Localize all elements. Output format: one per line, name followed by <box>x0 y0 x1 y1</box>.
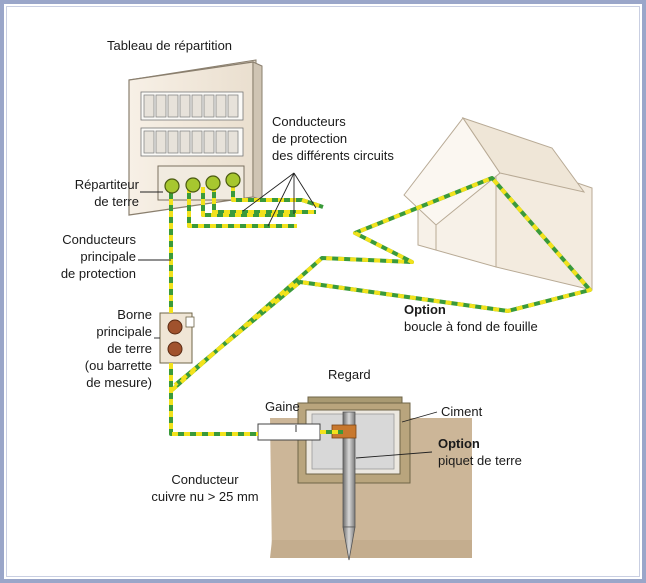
distribution-board <box>128 59 263 216</box>
label-option-piquet-title: Option <box>438 436 480 451</box>
label-gaine: Gaine <box>265 399 300 414</box>
label-borne-2: principale <box>96 324 152 339</box>
label-cond-principale-1: Conducteurs <box>62 232 136 247</box>
label-borne-3: de terre <box>107 341 152 356</box>
diagram-inner-border <box>6 6 640 577</box>
label-regard: Regard <box>328 367 371 382</box>
label-borne-4: (ou barrette <box>84 358 152 373</box>
gaine-sleeve <box>257 423 321 441</box>
label-repartiteur-2: de terre <box>94 194 139 209</box>
label-repartiteur-1: Répartiteur <box>74 177 139 192</box>
label-borne-5: de mesure) <box>86 375 152 390</box>
label-option-boucle-text: boucle à fond de fouille <box>404 319 538 334</box>
leader-lines <box>138 172 438 459</box>
label-cond-principale-3: de protection <box>60 266 136 281</box>
earth-rod <box>331 411 357 561</box>
label-borne-1: Borne <box>117 307 152 322</box>
earth-conductors <box>169 176 592 436</box>
title-tableau: Tableau de répartition <box>107 38 233 53</box>
label-ciment: Ciment <box>441 404 483 419</box>
label-option-piquet-text: piquet de terre <box>438 453 522 468</box>
repartiteur-terminals <box>164 172 241 194</box>
label-conducteur-1: Conducteur <box>171 472 239 487</box>
borne-principale <box>159 312 195 364</box>
label-cond-protection-3: des différents circuits <box>272 148 394 163</box>
label-cond-protection-1: Conducteurs <box>272 114 346 129</box>
label-option-boucle-title: Option <box>404 302 446 317</box>
label-conducteur-2: cuivre nu > 25 mm <box>151 489 259 504</box>
label-cond-principale-2: principale <box>80 249 136 264</box>
label-cond-protection-2: de protection <box>272 131 348 146</box>
